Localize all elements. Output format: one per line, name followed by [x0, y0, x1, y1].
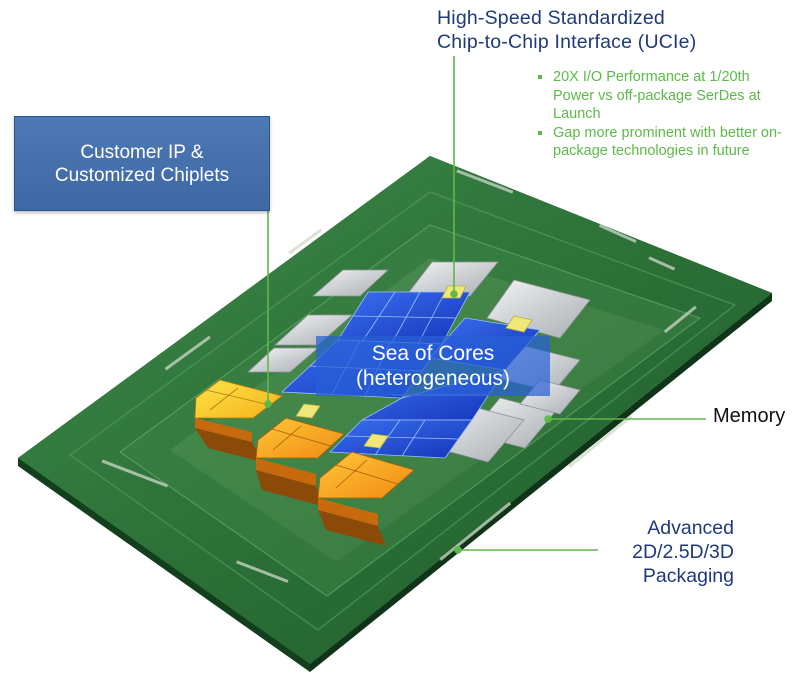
- customer-chiplets: [194, 379, 415, 546]
- ucie-bullet-item: 20X I/O Performance at 1/20th Power vs o…: [537, 68, 787, 124]
- packaging-label: Advanced 2D/2.5D/3D Packaging: [598, 516, 734, 588]
- ucie-bullet-item: Gap more prominent with better on-packag…: [537, 124, 787, 161]
- cores-label-line1: Sea of Cores: [371, 342, 495, 365]
- cores-label-line2: (heterogeneous): [355, 367, 511, 390]
- sea-of-cores-label: Sea of Cores (heterogeneous): [316, 336, 550, 396]
- customer-leader-dot: [264, 400, 272, 408]
- ucie-title: High-Speed Standardized Chip-to-Chip Int…: [437, 6, 696, 54]
- ucie-bullet-list: 20X I/O Performance at 1/20th Power vs o…: [537, 68, 787, 161]
- customer-box-line1: Customer IP &: [80, 141, 204, 163]
- ucie-connectors: [295, 285, 533, 449]
- packaging-label-line3: Packaging: [642, 565, 734, 587]
- packaging-label-line2: 2D/2.5D/3D: [632, 541, 734, 563]
- leader-lines: [264, 56, 706, 554]
- packaging-label-line1: Advanced: [647, 517, 734, 539]
- customer-ip-box: Customer IP & Customized Chiplets: [14, 116, 270, 211]
- packaging-leader-dot: [454, 546, 462, 554]
- memory-leader-dot: [544, 415, 552, 423]
- ucie-title-line1: High-Speed Standardized: [437, 7, 665, 29]
- customer-box-line2: Customized Chiplets: [54, 164, 230, 186]
- ucie-leader-dot: [450, 290, 458, 298]
- edge-contacts: [101, 169, 697, 583]
- ucie-title-line2: Chip-to-Chip Interface (UCIe): [437, 31, 697, 53]
- memory-label: Memory: [713, 405, 786, 427]
